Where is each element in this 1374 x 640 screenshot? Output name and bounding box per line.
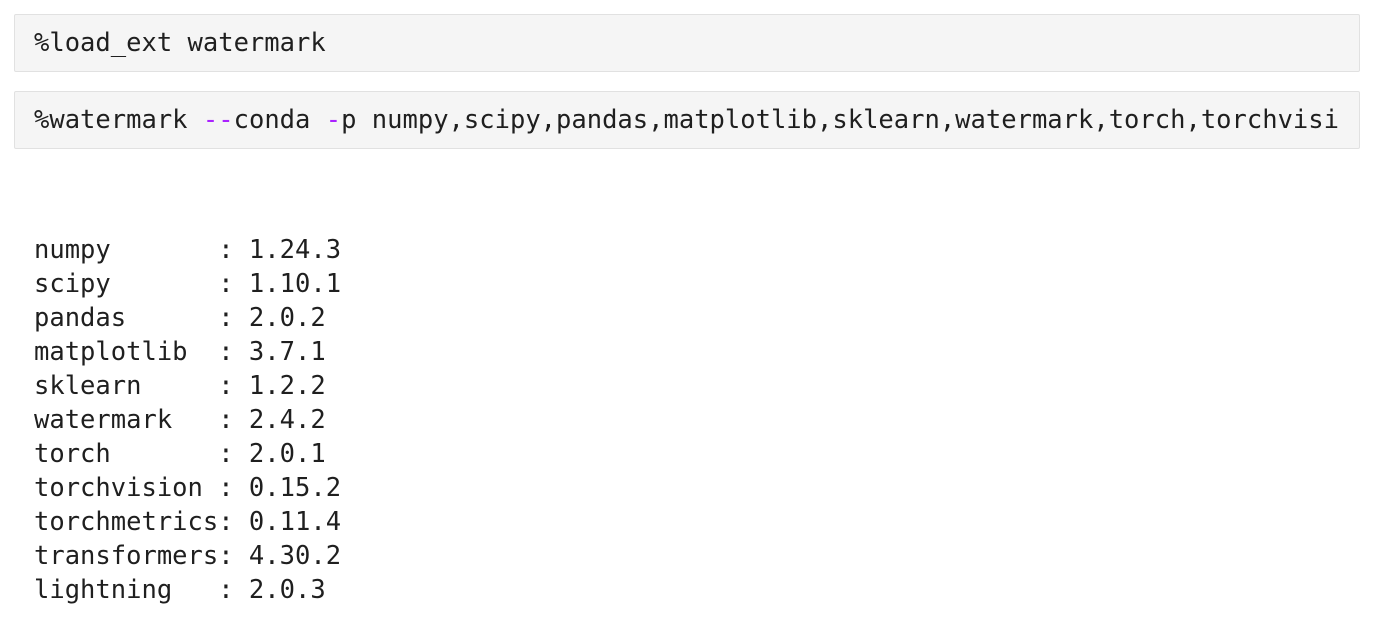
- package-version-line: transformers: 4.30.2: [34, 541, 342, 571]
- code-text-load-ext: %load_ext watermark: [34, 28, 326, 58]
- package-version-line: torch : 2.0.1: [34, 439, 326, 469]
- package-version-list: numpy : 1.24.3 scipy : 1.10.1 pandas : 2.0…: [34, 233, 1360, 607]
- package-version-line: watermark : 2.4.2: [34, 405, 326, 435]
- cell-output: numpy : 1.24.3 scipy : 1.10.1 pandas : 2.0…: [34, 165, 1360, 640]
- code-segment-conda: conda: [233, 105, 326, 135]
- package-version-line: torchvision : 0.15.2: [34, 473, 342, 503]
- flag-conda-dashes: --: [202, 105, 234, 135]
- package-version-line: numpy : 1.24.3: [34, 235, 342, 265]
- package-version-line: sklearn : 1.2.2: [34, 371, 326, 401]
- package-version-line: torchmetrics: 0.11.4: [34, 507, 342, 537]
- code-segment-packages: p numpy,scipy,pandas,matplotlib,sklearn,…: [341, 105, 1339, 135]
- code-text-watermark: %watermark --conda -p numpy,scipy,pandas…: [34, 105, 1340, 135]
- package-version-line: matplotlib : 3.7.1: [34, 337, 326, 367]
- package-version-line: scipy : 1.10.1: [34, 269, 342, 299]
- code-cell-watermark[interactable]: %watermark --conda -p numpy,scipy,pandas…: [14, 91, 1360, 149]
- flag-p-dash: -: [325, 105, 342, 135]
- code-cell-load-ext[interactable]: %load_ext watermark: [14, 14, 1360, 72]
- package-version-line: pandas : 2.0.2: [34, 303, 326, 333]
- code-segment-magic: %watermark: [34, 105, 203, 135]
- package-version-line: lightning : 2.0.3: [34, 575, 326, 605]
